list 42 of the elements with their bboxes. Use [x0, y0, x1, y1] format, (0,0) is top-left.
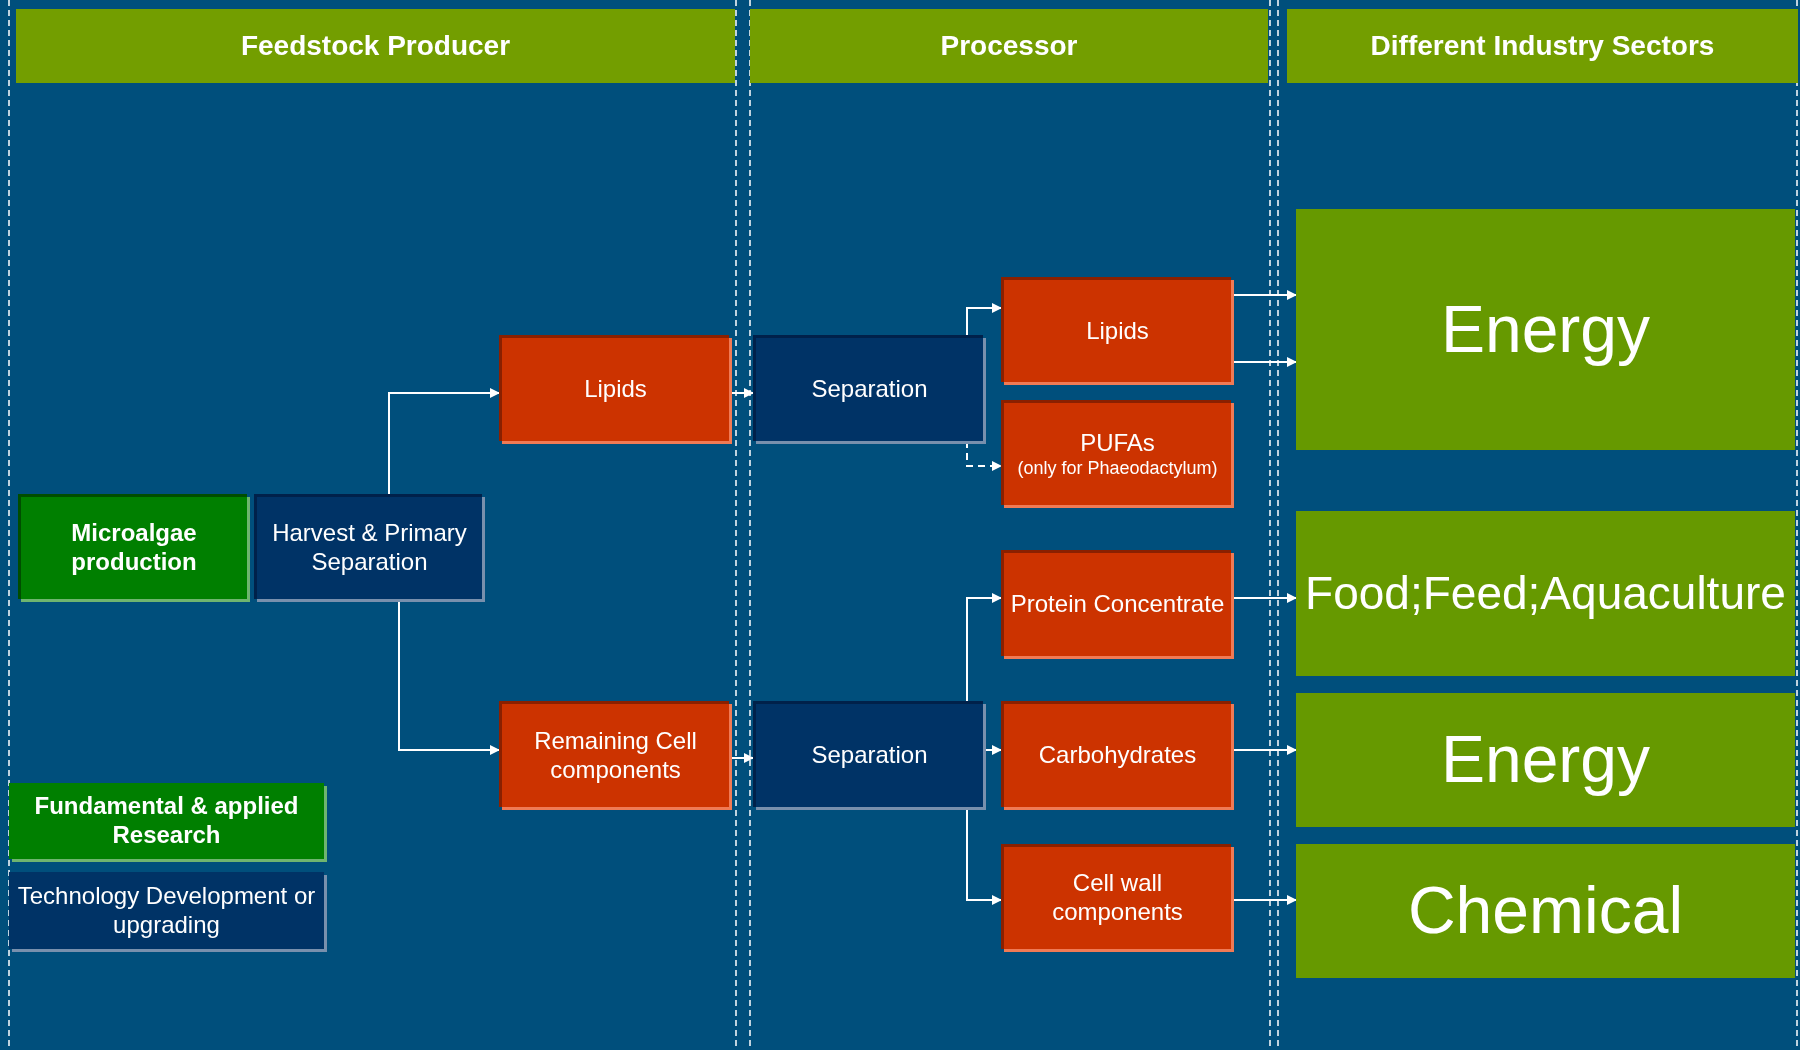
product-box: [499, 335, 729, 441]
product-box: [1001, 277, 1231, 382]
process-box: [753, 701, 983, 807]
column-header: [1287, 9, 1798, 83]
product-box: [499, 701, 729, 807]
column-header: [750, 9, 1268, 83]
column-header: [16, 9, 735, 83]
node-label: Lipids: [584, 375, 647, 404]
node-label: Lipids: [1086, 316, 1149, 346]
process-box: [753, 335, 983, 441]
process-box: [254, 494, 482, 599]
product-box: [1001, 701, 1231, 807]
node-note: (only for Phaeodactylum): [1017, 457, 1218, 480]
product-box: [1001, 550, 1231, 656]
node-label: Cell wall components: [1051, 869, 1184, 927]
node-label: Microalgae production: [70, 519, 198, 577]
node-label: PUFAs: [1080, 428, 1155, 458]
node-label: Separation: [811, 375, 928, 404]
node-label: Processor: [940, 29, 1078, 63]
product-box: [1001, 400, 1231, 505]
node-label: Energy: [1440, 721, 1651, 799]
node-label: Harvest & Primary Separation: [271, 519, 468, 577]
node-label: Food;Feed;Aquaculture: [1305, 565, 1786, 621]
arrow: [966, 303, 1002, 336]
legend-swatch: Technology Development or upgrading: [9, 872, 324, 949]
node-label: Chemical: [1407, 872, 1684, 950]
arrow: [966, 593, 1002, 702]
sector-box: [1296, 209, 1795, 450]
sector-box: [1296, 693, 1795, 827]
node-label: Energy: [1440, 290, 1651, 368]
node-label: Protein Concentrate: [1010, 590, 1225, 619]
legend-swatch: Fundamental & applied Research: [9, 783, 324, 859]
sector-box: [1296, 511, 1795, 676]
node-label: Carbohydrates: [1038, 741, 1197, 770]
node-label: Separation: [811, 741, 928, 770]
process-box: [18, 494, 247, 599]
arrow: [388, 388, 500, 495]
product-box: [1001, 844, 1231, 949]
sector-box: [1296, 844, 1795, 978]
node-label: Remaining Cell components: [533, 726, 698, 785]
node-label: Different Industry Sectors: [1370, 29, 1715, 63]
node-label: Feedstock Producer: [240, 29, 511, 63]
